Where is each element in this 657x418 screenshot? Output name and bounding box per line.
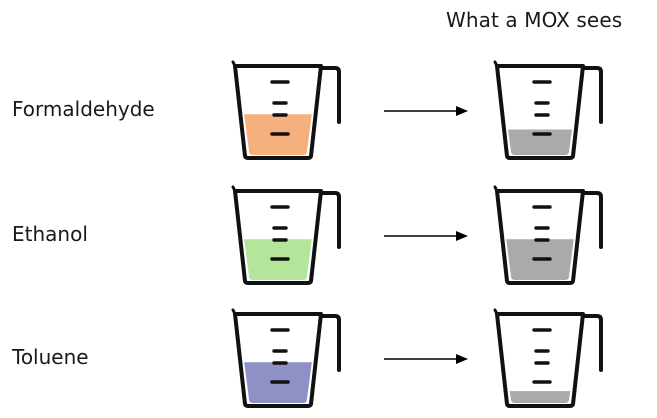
cup-spout bbox=[231, 308, 237, 316]
arrow-right-icon bbox=[384, 353, 470, 365]
label-ethanol: Ethanol bbox=[12, 222, 88, 246]
label-toluene: Toluene bbox=[12, 345, 89, 369]
label-formaldehyde: Formaldehyde bbox=[12, 97, 155, 121]
arrow-right-icon bbox=[384, 230, 470, 242]
measuring-cup-icon bbox=[231, 185, 345, 285]
arrow-right-icon bbox=[384, 105, 470, 117]
cup-liquid bbox=[508, 129, 572, 155]
cup-handle bbox=[581, 191, 603, 249]
cup-liquid bbox=[509, 391, 571, 403]
cup-spout bbox=[493, 185, 499, 193]
cup-spout bbox=[493, 308, 499, 316]
measuring-cup-icon bbox=[493, 185, 607, 285]
cup-outline bbox=[233, 64, 323, 160]
cup-spout bbox=[231, 60, 237, 68]
row-formaldehyde: Formaldehyde bbox=[0, 60, 657, 170]
mox-header: What a MOX sees bbox=[446, 8, 623, 32]
row-ethanol: Ethanol bbox=[0, 185, 657, 295]
cup-handle bbox=[581, 314, 603, 372]
cup-spout bbox=[493, 60, 499, 68]
cup-handle bbox=[581, 66, 603, 124]
cup-handle bbox=[319, 191, 341, 249]
measuring-cup-icon bbox=[493, 308, 607, 408]
cup-outline bbox=[495, 189, 585, 285]
cup-handle bbox=[319, 66, 341, 124]
measuring-cup-icon bbox=[231, 60, 345, 160]
cup-outline bbox=[495, 64, 585, 160]
row-toluene: Toluene bbox=[0, 308, 657, 418]
cup-spout bbox=[231, 185, 237, 193]
measuring-cup-icon bbox=[493, 60, 607, 160]
cup-handle bbox=[319, 314, 341, 372]
cup-outline bbox=[233, 312, 323, 408]
cup-outline bbox=[495, 312, 585, 408]
measuring-cup-icon bbox=[231, 308, 345, 408]
cup-outline bbox=[233, 189, 323, 285]
